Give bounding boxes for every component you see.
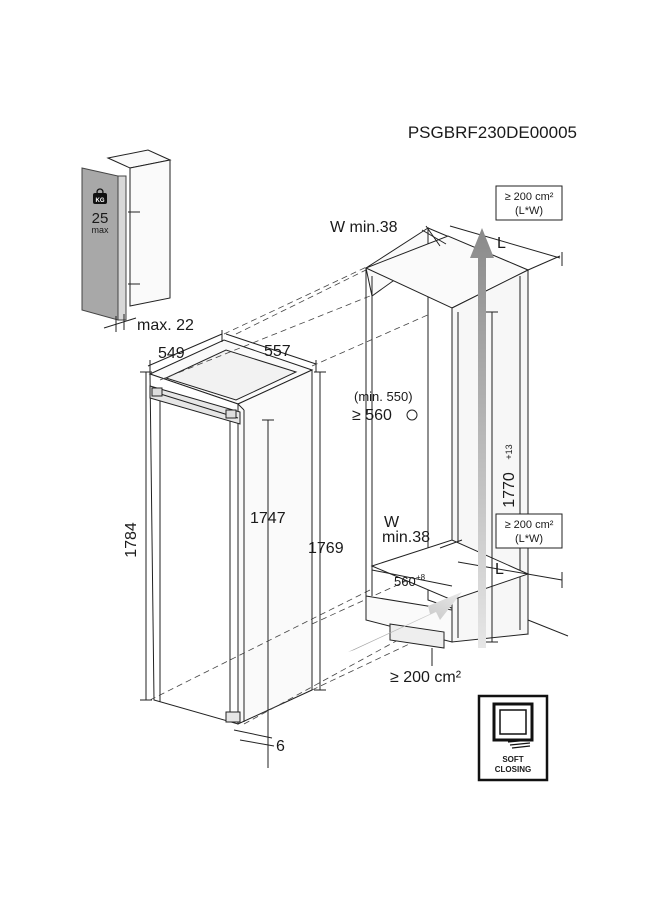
appliance-drawing <box>140 330 326 768</box>
niche-min-depth: ≥ 560 <box>352 407 392 424</box>
soft-closing-line2: CLOSING <box>495 765 531 774</box>
plinth-vent-area: ≥ 200 cm² <box>390 669 462 686</box>
weight-icon: KG <box>93 188 107 204</box>
appliance-height-side: 1769 <box>308 540 344 557</box>
bottom-vent-formula: (L*W) <box>515 533 543 545</box>
appliance-height-total: 1784 <box>123 522 140 558</box>
top-vent-width: W min.38 <box>330 219 398 236</box>
top-vent-l: L <box>497 235 506 252</box>
bottom-vent-w: W <box>384 514 400 531</box>
appliance-depth: 549 <box>158 345 185 362</box>
diagram-code: PSGBRF230DE00005 <box>408 123 577 142</box>
bottom-vent-l: L <box>495 561 504 578</box>
niche-width: 560 <box>394 574 416 589</box>
door-weight: 25 <box>92 210 109 227</box>
niche-height: 1770 <box>501 472 518 508</box>
niche-height-tol: +13 <box>504 444 514 459</box>
top-vent-box <box>495 185 563 221</box>
soft-close-motion-icon <box>507 739 531 749</box>
appliance-height-body: 1747 <box>250 510 286 527</box>
appliance-width: 557 <box>264 343 291 360</box>
niche-width-tol: +8 <box>416 573 426 582</box>
bottom-vent-area: ≥ 200 cm² <box>505 519 554 531</box>
door-hinge-inset <box>81 149 172 332</box>
bottom-vent-box <box>495 513 563 549</box>
soft-closing-line1: SOFT <box>502 755 523 764</box>
door-weight-unit: max <box>91 225 109 235</box>
airflow-arrows <box>348 228 494 652</box>
smile-icon <box>406 409 418 421</box>
niche-min-depth-alt: (min. 550) <box>354 389 413 404</box>
top-vent-area: ≥ 200 cm² <box>505 191 554 203</box>
bottom-vent-width: min.38 <box>382 529 430 546</box>
door-gap-label: max. 22 <box>137 317 194 334</box>
svg-text:KG: KG <box>96 198 105 204</box>
niche-drawing <box>364 225 569 666</box>
soft-closing-badge <box>477 694 549 782</box>
appliance-foot: 6 <box>276 738 285 755</box>
top-vent-formula: (L*W) <box>515 205 543 217</box>
